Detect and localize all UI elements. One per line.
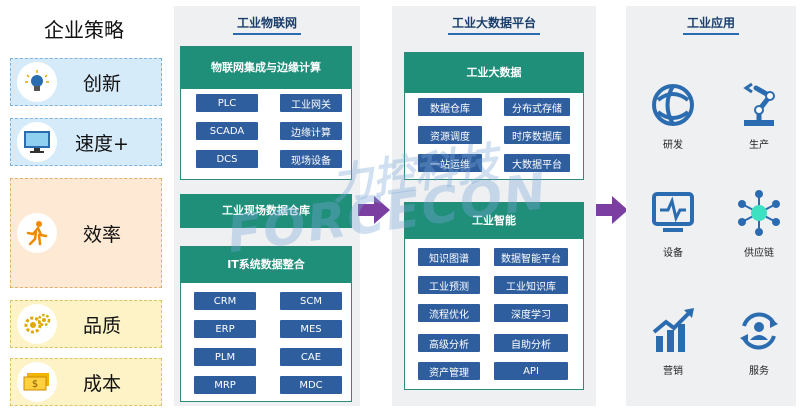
monitor-icon [17, 122, 57, 162]
service-icon [740, 312, 778, 350]
cloud-icon [652, 84, 694, 126]
network-icon [738, 190, 780, 236]
running-person-icon [17, 213, 57, 253]
strategy-label: 创新 [82, 72, 121, 95]
chip-scada: SCADA [196, 122, 258, 140]
app-service: 服务 [724, 306, 794, 377]
iot-column-title: 工业物联网 [174, 14, 360, 35]
apps-column-title: 工业应用 [626, 14, 796, 35]
chip-data-intelligence-platform: 数据智能平台 [494, 248, 568, 266]
chip-cae: CAE [280, 348, 342, 366]
chip-erp: ERP [194, 320, 256, 338]
chip-scm: SCM [280, 292, 342, 310]
flow-arrow-icon [358, 196, 390, 224]
chip-self-service-analytics: 自助分析 [494, 334, 568, 352]
app-rnd: 研发 [638, 80, 708, 151]
gears-icon [17, 304, 57, 344]
it-integration-title: IT系统数据整合 [181, 247, 351, 283]
app-label: 营销 [663, 366, 683, 377]
strategy-item-speed: 速度+ [10, 118, 162, 166]
edge-panel-title: 物联网集成与边缘计算 [181, 47, 351, 89]
bigdata-panel: 工业大数据 [404, 52, 584, 180]
chip-industrial-prediction: 工业预测 [418, 276, 480, 294]
chip-asset-management: 资产管理 [418, 362, 480, 380]
app-marketing: 营销 [638, 306, 708, 377]
chip-dcs: DCS [196, 150, 258, 168]
strategy-label: 效率 [82, 223, 121, 246]
bigdata-column-title: 工业大数据平台 [392, 14, 596, 35]
app-label: 设备 [663, 248, 683, 259]
chip-process-optimization: 流程优化 [418, 304, 480, 322]
chip-mrp: MRP [194, 376, 256, 394]
chip-mes: MES [280, 320, 342, 338]
chip-bigdata-platform: 大数据平台 [504, 154, 570, 172]
strategy-item-innovation: 创新 [10, 58, 162, 106]
strategy-item-cost: $ 成本 [10, 358, 162, 406]
chip-field-device: 现场设备 [280, 150, 342, 168]
app-label: 供应链 [744, 248, 774, 259]
app-supply-chain: 供应链 [724, 188, 794, 259]
growth-chart-icon [652, 308, 694, 352]
svg-text:$: $ [32, 379, 38, 390]
app-label: 服务 [749, 366, 769, 377]
chip-advanced-analytics: 高级分析 [418, 334, 480, 352]
industrial-ai-panel: 工业智能 [404, 202, 584, 390]
chip-distributed-storage: 分布式存储 [504, 98, 570, 116]
robot-arm-icon [743, 82, 775, 126]
bigdata-panel-title: 工业大数据 [405, 53, 583, 93]
chip-industrial-gateway: 工业网关 [280, 94, 342, 112]
strategy-item-efficiency: 效率 [10, 178, 162, 288]
app-label: 生产 [749, 140, 769, 151]
app-label: 研发 [663, 140, 683, 151]
strategy-label: 速度+ [75, 132, 129, 155]
chip-resource-scheduling: 资源调度 [418, 126, 482, 144]
chip-knowledge-graph: 知识图谱 [418, 248, 480, 266]
field-data-warehouse: 工业现场数据仓库 [180, 194, 352, 228]
chip-mdc: MDC [280, 376, 342, 394]
chip-plm: PLM [194, 348, 256, 366]
strategy-label: 成本 [82, 372, 121, 395]
chip-industrial-knowledge-base: 工业知识库 [494, 276, 568, 294]
chip-one-stop-ops: 一站运维 [418, 154, 482, 172]
app-production: 生产 [724, 80, 794, 151]
chip-data-warehouse: 数据仓库 [418, 98, 482, 116]
flow-arrow-icon [596, 196, 628, 224]
chip-plc: PLC [196, 94, 258, 112]
chip-crm: CRM [194, 292, 256, 310]
strategy-label: 品质 [82, 314, 121, 337]
lightbulb-icon [17, 62, 57, 102]
chip-api: API [494, 362, 568, 380]
app-equipment: 设备 [638, 188, 708, 259]
strategy-item-quality: 品质 [10, 300, 162, 348]
chip-deep-learning: 深度学习 [494, 304, 568, 322]
industrial-ai-title: 工业智能 [405, 203, 583, 239]
chip-timeseries-db: 时序数据库 [504, 126, 570, 144]
chip-edge-computing: 边缘计算 [280, 122, 342, 140]
device-monitor-icon [652, 192, 694, 232]
cash-icon: $ [17, 362, 57, 402]
strategy-title: 企业策略 [44, 18, 124, 42]
